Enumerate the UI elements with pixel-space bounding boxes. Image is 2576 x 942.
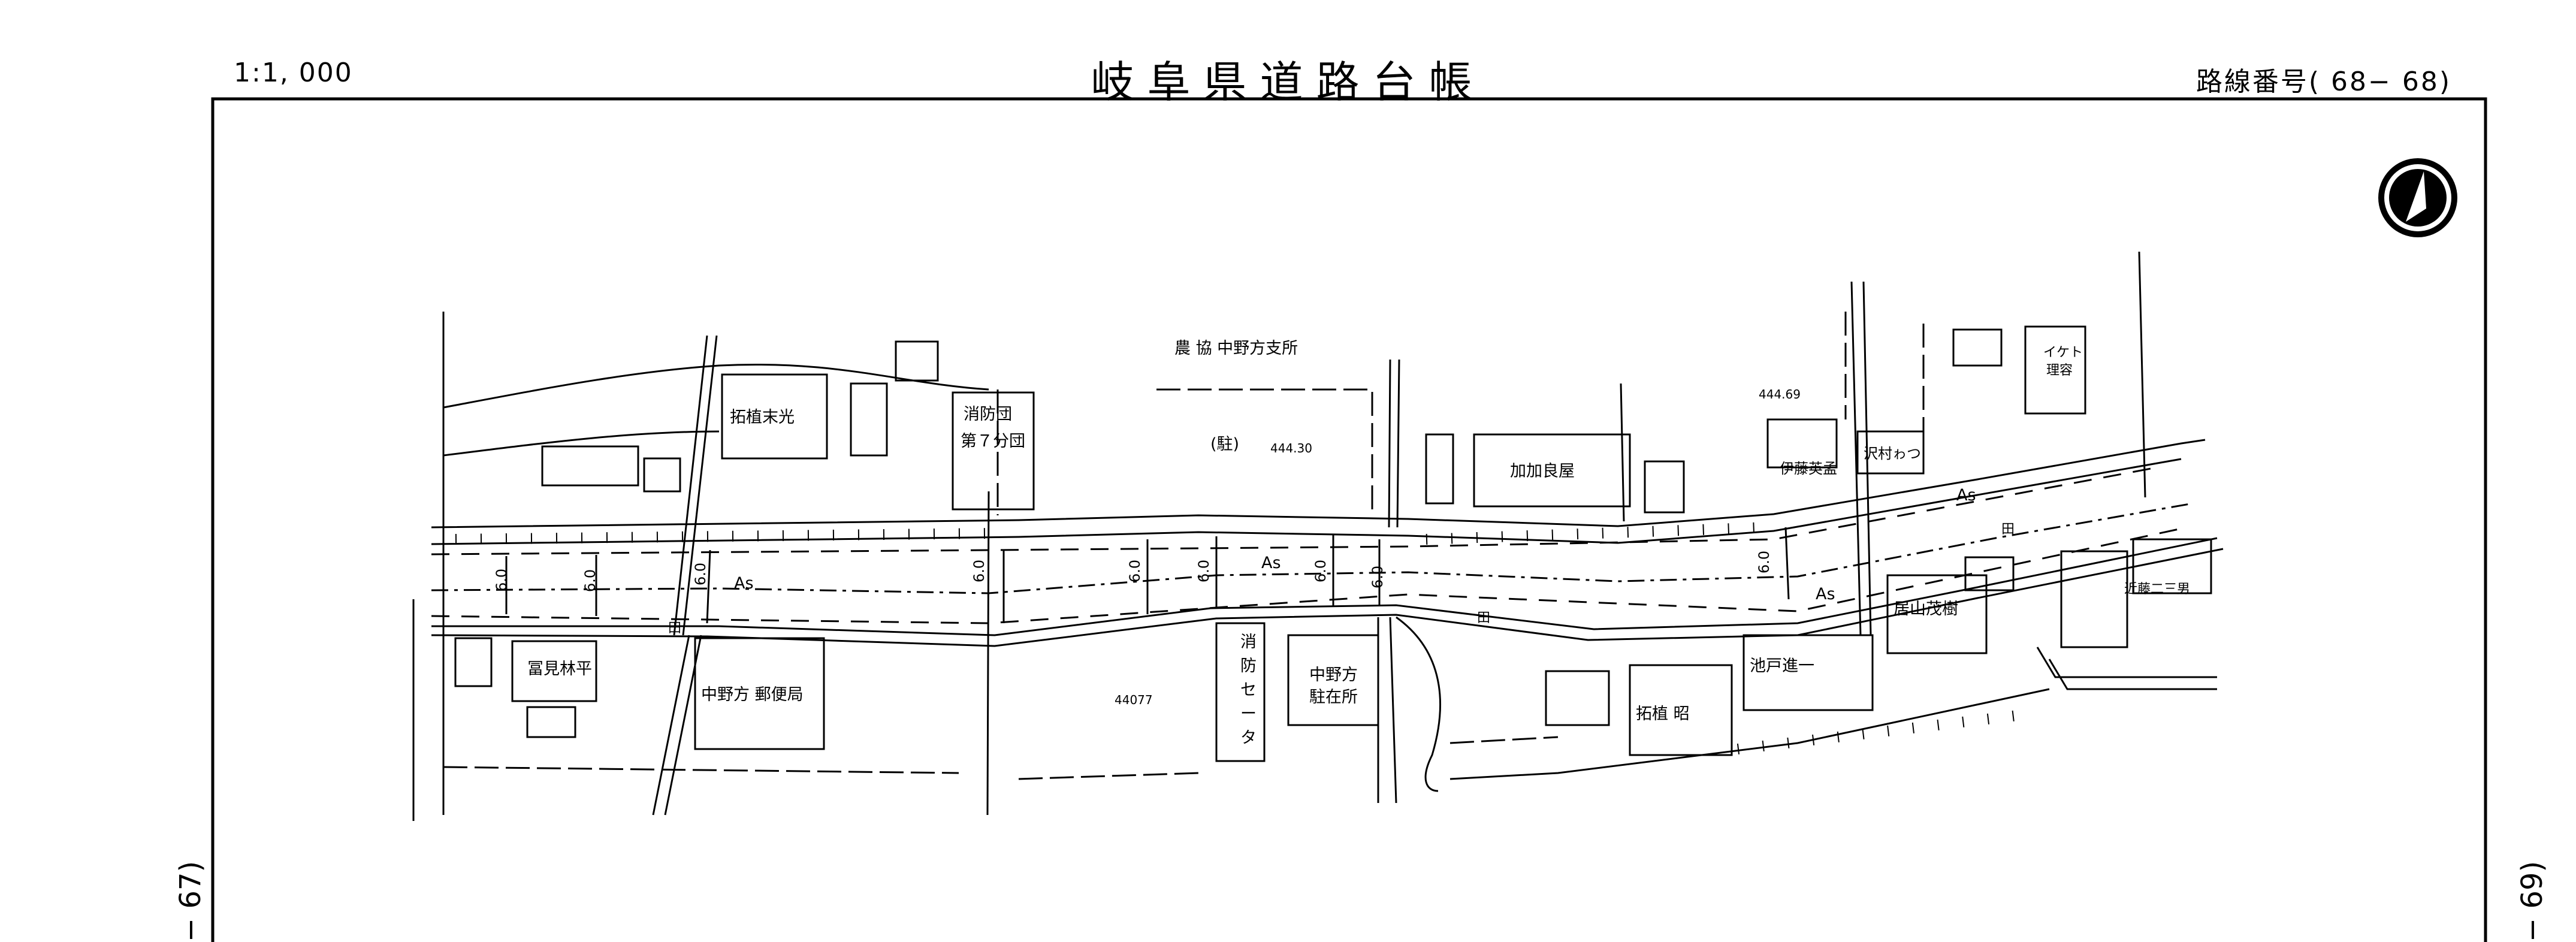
map-label-elev-3: 44077: [1115, 693, 1153, 707]
map-label-width-2: 6.0: [582, 569, 599, 592]
map-label-as-1: As: [734, 574, 754, 593]
map-label-ja-branch: 農 協 中野方支所: [1174, 339, 1298, 358]
map-label-parking: (駐): [1210, 435, 1239, 454]
map-label-taku-akira: 拓植 昭: [1636, 705, 1690, 723]
map-label-elev-1: 444.30: [1270, 441, 1312, 455]
map-label-iyama: 居山茂樹: [1894, 600, 1958, 618]
map-label-ikedo: 池戸進一: [1750, 657, 1814, 675]
map-label-field-3: 田: [2001, 522, 2015, 537]
north-arrow-icon: [2378, 158, 2457, 237]
map-label-taku-suemitsu: 拓植末光: [730, 408, 795, 427]
road-edge-south: [431, 537, 2218, 636]
road-edge-north-2: [431, 458, 2182, 545]
map-label-field-2: 田: [1477, 611, 1490, 626]
adjacent-sheet-right: − 69): [2515, 861, 2549, 942]
map-label-nakanogata: 中野方: [1309, 666, 1358, 684]
map-label-as-3: As: [1956, 486, 1976, 505]
road-centerline: [431, 502, 2194, 594]
scale-label: 1:1, 000: [234, 58, 353, 88]
map-label-ito: 伊藤英孟: [1780, 460, 1837, 477]
sheet-frame: [211, 97, 2487, 942]
map-label-width-8: 6.0: [1369, 566, 1386, 588]
map-label-width-4: 6.0: [971, 560, 987, 582]
map-label-sawamura: 沢村ゎつ: [1864, 445, 1921, 462]
map-label-width-6: 6.0: [1195, 560, 1212, 582]
map-label-width-7: 6.0: [1312, 560, 1329, 582]
map-label-fire-3: セ: [1240, 681, 1257, 699]
map-label-as-4: As: [1816, 585, 1835, 603]
map-label-fire-4: ー: [1240, 705, 1257, 723]
map-label-fire-brigade: 消防団: [964, 405, 1012, 424]
map-label-ikito: イケト: [2043, 345, 2083, 360]
map-label-width-1: 6.0: [493, 569, 510, 591]
map-label-kondo: 近藤二三男: [2124, 582, 2190, 597]
road-edge-south-2: [431, 548, 2224, 647]
map-label-field-1: 田: [668, 621, 681, 636]
map-label-fire-brigade-7: 第７分団: [961, 432, 1025, 451]
map-label-width-5: 6.0: [1127, 560, 1143, 582]
road-edge-north: [431, 439, 2206, 529]
map-label-fire-1: 消: [1240, 633, 1257, 651]
map-label-width-9: 6.0: [1756, 551, 1772, 573]
map-label-elev-2: 444.69: [1759, 387, 1801, 401]
map-label-barber: 理容: [2046, 363, 2073, 378]
route-number: 路線番号( 68− 68): [2196, 67, 2451, 97]
adjacent-sheet-left: − 67): [174, 861, 207, 942]
map-label-as-2: As: [1261, 554, 1281, 572]
map-label-width-3: 6.0: [692, 563, 709, 585]
map-label-police-box: 駐在所: [1309, 688, 1358, 707]
map-label-tomimi: 冨見林平: [527, 660, 592, 678]
map-label-post-office: 中野方 郵便局: [701, 686, 804, 704]
map-label-fire-5: タ: [1240, 729, 1257, 747]
map-label-fire-2: 防: [1240, 657, 1257, 675]
map-label-kagara: 加加良屋: [1510, 462, 1575, 481]
